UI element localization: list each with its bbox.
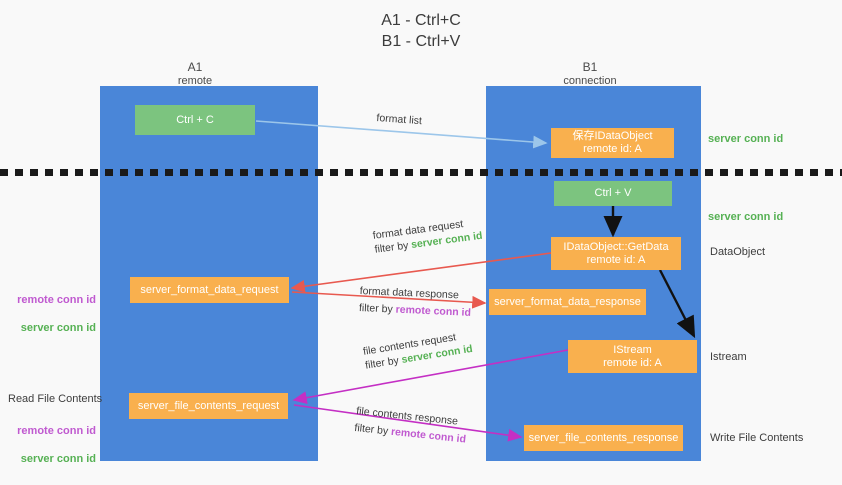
- wire-file-contents-request: [292, 349, 569, 404]
- left-label-file-conn-ids: remote conn id server conn id: [10, 410, 96, 480]
- column-header-b1-name: B1: [582, 60, 598, 74]
- filter-remote-conn-id-2: remote conn id: [395, 303, 472, 319]
- filter-by-text-4: filter by: [353, 421, 389, 438]
- column-header-b1-sub: connection: [563, 75, 617, 87]
- box-server-format-data-response: server_format_data_response: [489, 289, 646, 315]
- right-label-server-conn-id-1: server conn id: [708, 133, 784, 145]
- left-label-file-server-conn-id: server conn id: [20, 453, 96, 465]
- box-istream: IStream remote id: A: [568, 340, 697, 373]
- right-label-server-conn-id-2: server conn id: [708, 211, 784, 223]
- box-server-format-data-request-label: server_format_data_request: [140, 283, 279, 296]
- edge-label-format-data-response: format data response filter by remote co…: [359, 284, 472, 320]
- wire-format-list: [255, 120, 548, 149]
- box-server-file-contents-response-label: server_file_contents_response: [528, 431, 679, 444]
- box-server-file-contents-request-label: server_file_contents_request: [137, 399, 280, 412]
- diagram-title: A1 - Ctrl+C B1 - Ctrl+V: [381, 12, 461, 50]
- box-server-format-data-request: server_format_data_request: [130, 277, 289, 303]
- column-header-a1-sub: remote: [177, 75, 213, 87]
- right-label-write-file-contents: Write File Contents: [710, 432, 804, 444]
- column-header-a1: A1 remote: [135, 60, 255, 88]
- right-label-istream: Istream: [710, 351, 747, 363]
- wire-format-data-request: [290, 252, 552, 293]
- box-save-idataobject: 保存IDataObject remote id: A: [551, 128, 674, 158]
- box-ctrl-c: Ctrl + C: [135, 105, 255, 135]
- column-header-a1-name: A1: [187, 60, 203, 74]
- left-label-file-remote-conn-id: remote conn id: [17, 425, 96, 437]
- right-label-dataobject: DataObject: [710, 246, 766, 258]
- box-server-file-contents-request: server_file_contents_request: [129, 393, 288, 419]
- phase-divider: [0, 169, 842, 176]
- box-getdata: IDataObject::GetData remote id: A: [551, 237, 681, 270]
- column-header-b1: B1 connection: [530, 60, 650, 88]
- left-label-format-remote-conn-id: remote conn id: [17, 294, 96, 306]
- wire-getdata-to-istream: [658, 269, 696, 339]
- left-label-format-conn-ids: remote conn id server conn id: [10, 279, 96, 349]
- left-label-format-server-conn-id: server conn id: [20, 322, 96, 334]
- filter-by-text-2: filter by: [358, 301, 394, 316]
- box-save-idataobject-label: 保存IDataObject remote id: A: [572, 130, 653, 155]
- box-istream-label: IStream remote id: A: [603, 343, 662, 369]
- box-ctrl-v: Ctrl + V: [554, 181, 672, 206]
- wire-format-data-response: [291, 291, 487, 309]
- box-getdata-label: IDataObject::GetData remote id: A: [563, 240, 669, 266]
- box-ctrl-v-label: Ctrl + V: [594, 187, 632, 199]
- box-ctrl-c-label: Ctrl + C: [176, 113, 214, 126]
- box-server-file-contents-response: server_file_contents_response: [524, 425, 683, 451]
- left-label-read-file-contents: Read File Contents: [8, 393, 103, 405]
- box-server-format-data-response-label: server_format_data_response: [494, 295, 641, 308]
- wire-file-contents-response: [293, 404, 523, 442]
